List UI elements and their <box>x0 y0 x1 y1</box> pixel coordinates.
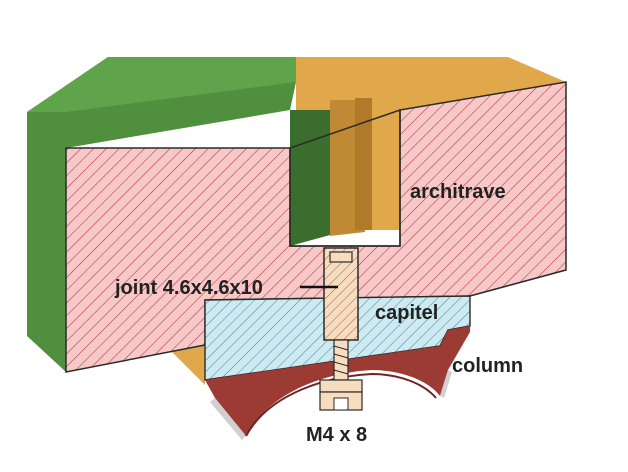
orange-lower-wedge <box>165 345 205 385</box>
orange-block-top <box>296 57 566 230</box>
column-edge-right <box>440 370 452 398</box>
capitel-label: capitel <box>375 302 438 324</box>
joint-label: joint 4.6x4.6x10 <box>114 277 263 299</box>
joint-top-slot <box>329 251 353 263</box>
green-slot-wall <box>290 110 330 246</box>
screw-head-top <box>319 379 363 393</box>
architrave-label: architrave <box>410 181 506 203</box>
screw-label: M4 x 8 <box>306 424 367 446</box>
screw-head-socket <box>333 397 349 411</box>
architrave-slot-outline <box>289 108 401 247</box>
orange-slot-shadow <box>355 98 372 230</box>
column-label: column <box>452 355 523 377</box>
green-block-top <box>27 57 296 112</box>
column-edge-left <box>210 398 246 440</box>
screw-shank <box>333 339 349 381</box>
column-body <box>205 326 470 436</box>
screw-thread <box>333 345 349 375</box>
green-block-face <box>27 57 296 372</box>
column-inner-curve <box>245 372 437 437</box>
